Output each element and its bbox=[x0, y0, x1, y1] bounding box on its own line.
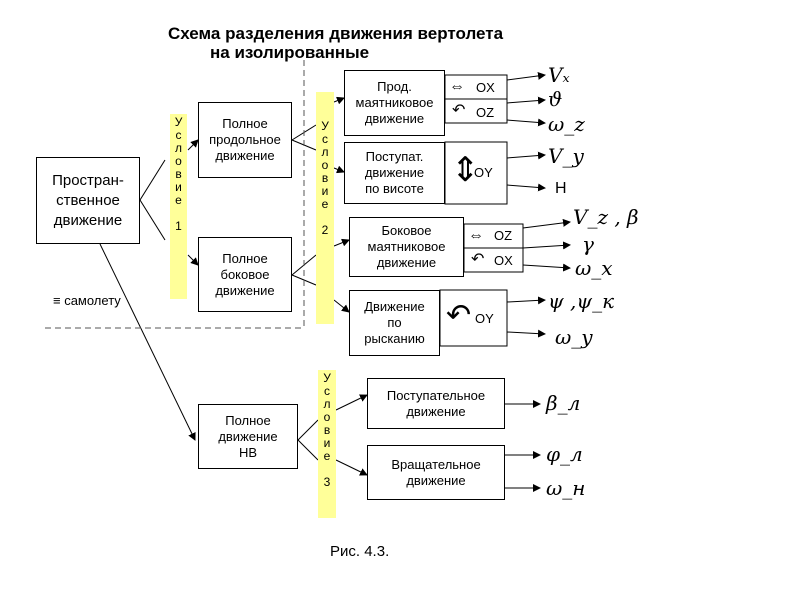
cond3-char: 3 bbox=[323, 475, 331, 489]
output-vx: Vₓ bbox=[548, 63, 570, 87]
cond2-char: л bbox=[321, 145, 329, 159]
cond3-char: У bbox=[323, 371, 331, 385]
output-h: Н bbox=[555, 180, 567, 197]
vertical-double-arrow-icon: ⇕ bbox=[451, 151, 480, 189]
airplane-equivalent-label: ≡ самолету bbox=[53, 293, 121, 308]
cond3-char: и bbox=[323, 436, 331, 450]
lateral-pendulum-box: Боковое маятниковое движение bbox=[349, 217, 464, 277]
double-arrow-icon: ⇔ bbox=[449, 78, 465, 95]
title-line-1: Схема разделения движения вертолета bbox=[168, 24, 504, 43]
output-vy: V_y bbox=[548, 144, 584, 168]
rotation-arrow-icon: ↶ bbox=[452, 102, 466, 119]
yaw-motion-box: Движение по рысканию bbox=[349, 290, 440, 356]
cond1-char: о bbox=[175, 154, 182, 168]
double-arrow-icon: ⇔ bbox=[468, 227, 484, 244]
output-vz-beta: V_z , β bbox=[573, 205, 639, 229]
rotation-arrow-icon: ↶ bbox=[471, 251, 485, 268]
axis-label: OY bbox=[475, 311, 494, 326]
axis-label: OY bbox=[474, 165, 493, 180]
axis-label: OZ bbox=[476, 105, 495, 120]
cond3-char: в bbox=[323, 423, 331, 437]
axis-label: OX bbox=[476, 80, 495, 95]
big-rotation-arrow-icon: ↶ bbox=[446, 299, 472, 332]
spatial-motion-box: Простран- ственное движение bbox=[36, 157, 140, 244]
output-gamma: γ bbox=[582, 232, 594, 256]
cond1-char: е bbox=[175, 193, 182, 207]
longitudinal-pendulum-box: Прод. маятниковое движение bbox=[344, 70, 445, 136]
rotor-rotation-box: Вращательное движение bbox=[367, 445, 505, 500]
axis-label: OX bbox=[494, 253, 513, 268]
cond3-char: с bbox=[324, 384, 330, 398]
cond2-char: 2 bbox=[321, 223, 329, 237]
output-omega-y: ω_y bbox=[555, 325, 593, 349]
full-lateral-box: Полное боковое движение bbox=[198, 237, 292, 312]
output-omega-x: ω_x bbox=[575, 256, 613, 280]
cond1-char: У bbox=[174, 115, 183, 129]
figure-caption: Рис. 4.3. bbox=[330, 543, 390, 560]
cond1-char: с bbox=[175, 128, 182, 142]
cond2-char: в bbox=[321, 171, 329, 185]
rotor-translation-box: Поступательное движение bbox=[367, 378, 505, 429]
cond3-char: о bbox=[323, 410, 331, 424]
axis-label: OZ bbox=[494, 228, 513, 243]
cond2-char: е bbox=[321, 197, 329, 211]
output-phi-l: φ_л bbox=[546, 442, 583, 466]
cond2-char: и bbox=[321, 184, 329, 198]
cond3-char: л bbox=[323, 397, 331, 411]
cond1-char: и bbox=[175, 180, 182, 194]
cond1-char: 1 bbox=[175, 219, 182, 233]
output-theta: ϑ bbox=[548, 87, 563, 111]
output-beta-l: β_л bbox=[546, 391, 581, 415]
cond1-char: л bbox=[174, 141, 182, 155]
full-rotor-motion-box: Полное движение НВ bbox=[198, 404, 298, 469]
full-longitudinal-box: Полное продольное движение bbox=[198, 102, 292, 178]
cond2-char: о bbox=[321, 158, 329, 172]
title-line-2: на изолированные bbox=[210, 43, 370, 62]
cond2-char: с bbox=[322, 132, 328, 146]
output-psi: ψ ,ψ_к bbox=[548, 289, 615, 313]
output-omega-n: ω_н bbox=[546, 476, 586, 500]
output-omega-z: ω_z bbox=[548, 112, 585, 136]
vertical-translation-box: Поступат. движение по висоте bbox=[344, 142, 445, 204]
cond2-char: У bbox=[321, 119, 329, 133]
cond1-char: в bbox=[175, 167, 182, 181]
cond3-char: е bbox=[323, 449, 331, 463]
